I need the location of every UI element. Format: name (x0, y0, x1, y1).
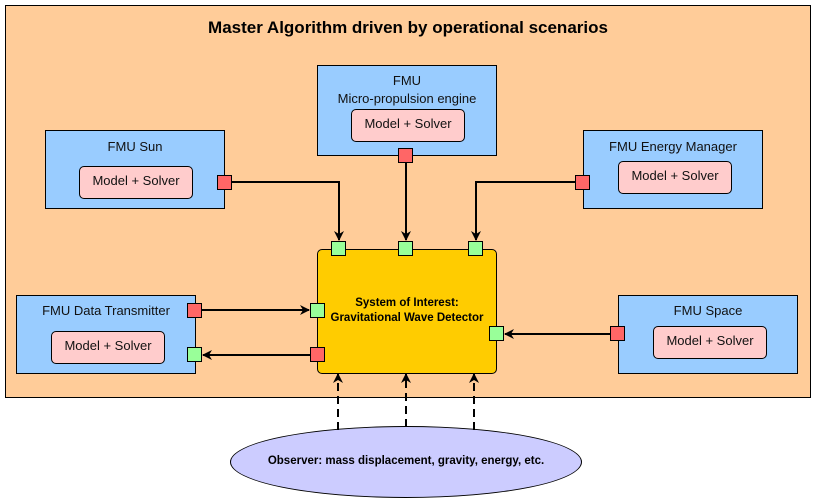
fmu-data-transmitter-label: FMU Data Transmitter (42, 303, 170, 318)
fmu-energy-manager-solver: Model + Solver (618, 161, 732, 194)
system-of-interest-line1: System of Interest: (355, 297, 459, 309)
fmu-energy-manager-box[interactable]: FMU Energy Manager Model + Solver (583, 130, 763, 209)
system-of-interest-label: System of Interest: Gravitational Wave D… (318, 296, 496, 326)
fmu-space-label: FMU Space (673, 303, 743, 318)
soi-input-port-energy[interactable] (468, 241, 483, 256)
fmu-data-transmitter-input-port[interactable] (187, 347, 202, 362)
fmu-propulsion-label-line2: Micro-propulsion engine (337, 91, 477, 106)
fmu-propulsion-label-line1: FMU (392, 73, 422, 88)
fmu-sun-label: FMU Sun (107, 139, 163, 154)
fmu-space-solver: Model + Solver (653, 326, 767, 359)
diagram-title: Master Algorithm driven by operational s… (208, 18, 608, 37)
fmu-energy-manager-label: FMU Energy Manager (609, 139, 737, 154)
fmu-energy-manager-output-port[interactable] (575, 175, 590, 190)
fmu-propulsion-solver: Model + Solver (351, 109, 465, 142)
fmu-sun-box[interactable]: FMU Sun Model + Solver (45, 130, 225, 209)
fmu-data-transmitter-solver: Model + Solver (51, 331, 165, 364)
fmu-propulsion-output-port[interactable] (398, 148, 413, 163)
fmu-space-box[interactable]: FMU Space Model + Solver (618, 295, 798, 374)
fmu-propulsion-box[interactable]: FMU Micro-propulsion engine Model + Solv… (317, 65, 497, 156)
fmu-data-transmitter-output-port[interactable] (187, 303, 202, 318)
soi-input-port-sun[interactable] (331, 241, 346, 256)
fmu-sun-output-port[interactable] (217, 175, 232, 190)
fmu-space-output-port[interactable] (610, 326, 625, 341)
system-of-interest-line2: Gravitational Wave Detector (330, 312, 484, 324)
soi-input-port-space[interactable] (489, 326, 504, 341)
observer-ellipse[interactable]: Observer: mass displacement, gravity, en… (230, 426, 582, 498)
soi-input-port-propulsion[interactable] (398, 241, 413, 256)
soi-output-port-transmitter[interactable] (310, 347, 325, 362)
fmu-data-transmitter-box[interactable]: FMU Data Transmitter Model + Solver (16, 295, 196, 374)
soi-input-port-transmitter[interactable] (310, 303, 325, 318)
observer-label: Observer: mass displacement, gravity, en… (267, 455, 545, 467)
system-of-interest-box[interactable]: System of Interest: Gravitational Wave D… (317, 249, 497, 374)
fmu-sun-solver: Model + Solver (79, 166, 193, 199)
